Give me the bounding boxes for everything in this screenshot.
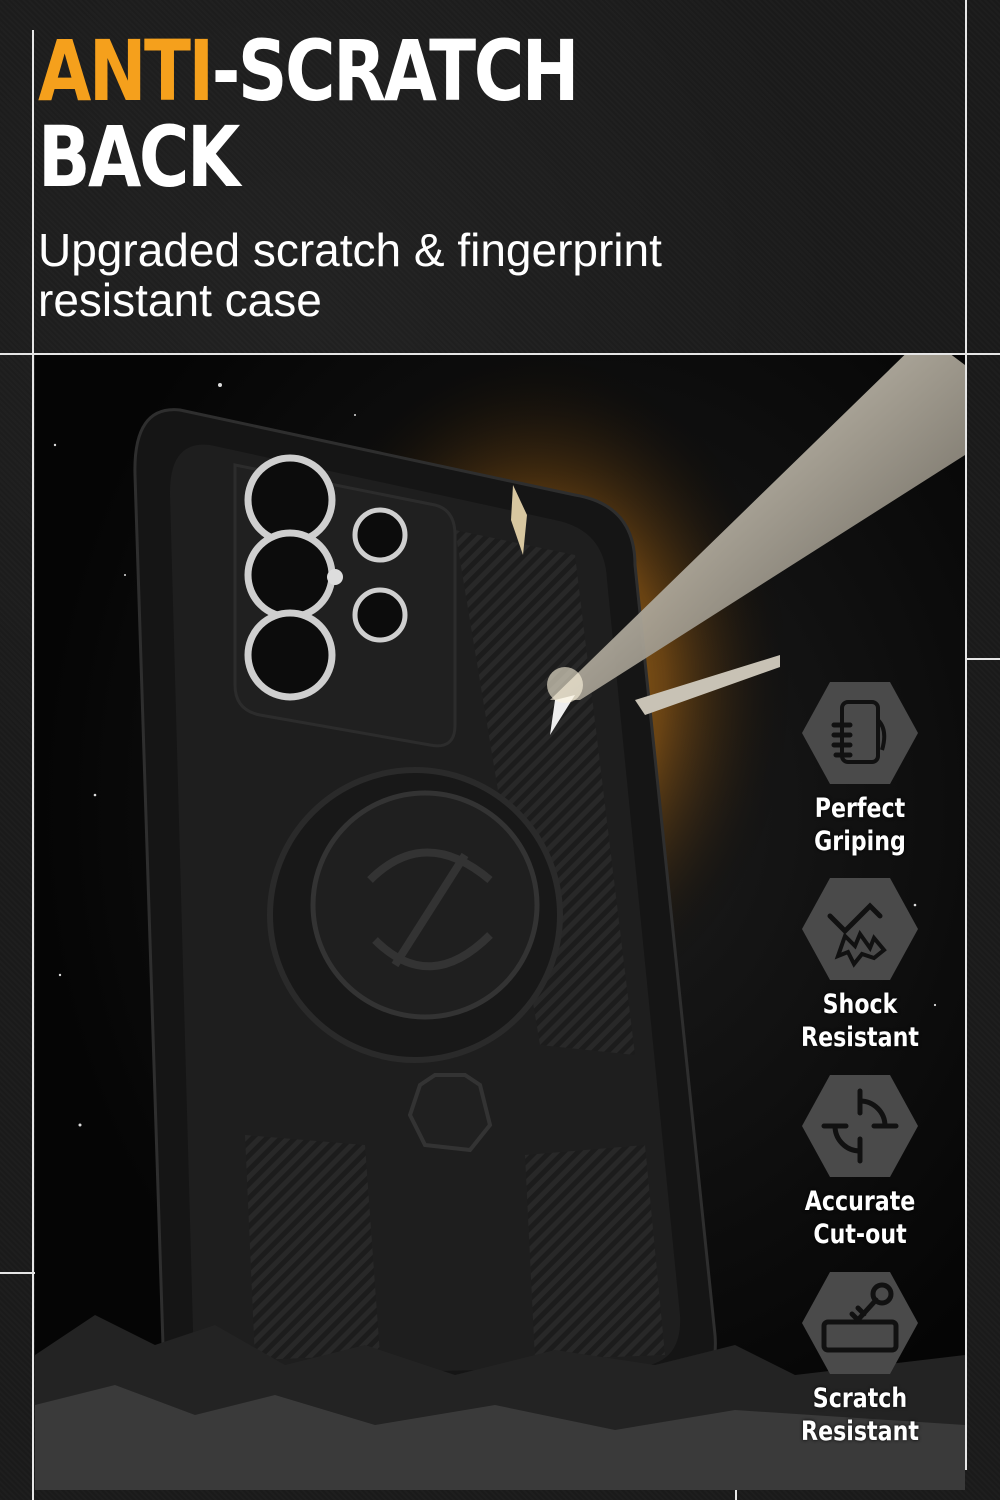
subheadline: Upgraded scratch & fingerprint resistant…: [38, 225, 738, 325]
frame-line-header-divider: [0, 353, 1000, 355]
feature-label: Shock Resistant: [799, 988, 922, 1054]
feature-label-line-1: Shock: [822, 989, 898, 1020]
feature-label-line-2: Griping: [814, 826, 906, 857]
feature-perfect-griping: Perfect Griping: [785, 680, 935, 858]
scratch-key-icon: [800, 1270, 920, 1376]
hand-grip-icon: [800, 680, 920, 786]
feature-scratch-resistant: Scratch Resistant: [785, 1270, 935, 1448]
feature-accurate-cutout: Accurate Cut-out: [785, 1073, 935, 1251]
feature-label-line-2: Resistant: [801, 1416, 919, 1447]
feature-label-line-1: Perfect: [814, 793, 906, 824]
feature-label-line-1: Accurate: [804, 1186, 916, 1217]
phone-case: [133, 408, 717, 1407]
feature-label-line-1: Scratch: [812, 1383, 908, 1414]
feature-label-line-2: Resistant: [801, 1022, 919, 1053]
feature-shock-resistant: Shock Resistant: [785, 876, 935, 1054]
subheadline-line-2: resistant case: [38, 274, 322, 326]
crosshair-icon: [800, 1073, 920, 1179]
feature-label-line-2: Cut-out: [813, 1219, 907, 1250]
subheadline-line-1: Upgraded scratch & fingerprint: [38, 224, 662, 276]
frame-line-right-vertical: [965, 0, 967, 1470]
headline-accent: ANTI: [38, 22, 214, 120]
shock-icon: [800, 876, 920, 982]
stars: [53, 383, 937, 1356]
headline-line-2: BACK: [38, 108, 240, 206]
frame-line-top-left-vertical: [32, 30, 34, 1500]
feature-label: Accurate Cut-out: [799, 1185, 922, 1251]
phone-case-illustration: [35, 355, 965, 1490]
headline-rest: -SCRATCH: [211, 22, 580, 120]
feature-label: Perfect Griping: [799, 792, 922, 858]
feature-label: Scratch Resistant: [799, 1382, 922, 1448]
blade-illustration: [511, 355, 965, 735]
headline-line-1: ANTI-SCRATCH: [38, 28, 612, 114]
headline: ANTI-SCRATCH BACK: [38, 28, 738, 200]
product-scene: [35, 355, 965, 1490]
